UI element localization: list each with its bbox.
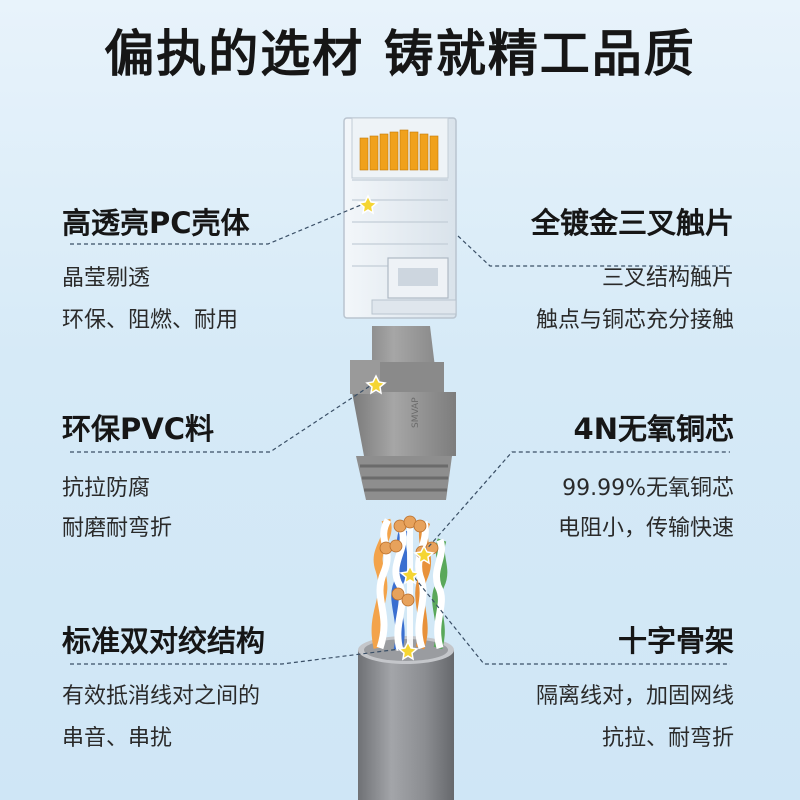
shell-line-1: 晶莹剔透 [62, 266, 151, 291]
twisted-pairs [371, 515, 448, 652]
copper-heading: 4N无氧铜芯 [573, 412, 734, 446]
cross-line-2: 抗拉、耐弯折 [601, 726, 734, 751]
twisted-line-1: 有效抵消线对之间的 [62, 684, 261, 709]
boot-line-1: 抗拉防腐 [62, 476, 151, 501]
svg-text:SMVAP: SMVAP [411, 397, 421, 428]
twisted-heading: 标准双对绞结构 [62, 624, 266, 658]
contacts-line-2: 触点与铜芯充分接触 [535, 308, 734, 333]
pvc-boot: SMVAP [350, 326, 456, 500]
callout-markers [357, 194, 435, 661]
cable-jacket [358, 636, 454, 800]
callout-lines [70, 201, 730, 665]
copper-line-1: 99.99%无氧铜芯 [562, 476, 734, 501]
shell-heading: 高透亮PC壳体 [62, 206, 250, 240]
boot-heading: 环保PVC料 [62, 412, 214, 446]
boot-line-2: 耐磨耐弯折 [62, 516, 173, 541]
shell-line-2: 环保、阻燃、耐用 [62, 308, 239, 333]
copper-line-2: 电阻小，传输快速 [557, 516, 734, 541]
cross-heading: 十字骨架 [617, 624, 734, 658]
page-title: 偏执的选材 铸就精工品质 [104, 25, 696, 83]
contacts-heading: 全镀金三叉触片 [530, 206, 734, 240]
cross-line-1: 隔离线对，加固网线 [535, 684, 734, 709]
contacts-line-1: 三叉结构触片 [601, 266, 734, 291]
gold-contacts [359, 129, 439, 171]
twisted-line-2: 串音、串扰 [62, 726, 173, 751]
